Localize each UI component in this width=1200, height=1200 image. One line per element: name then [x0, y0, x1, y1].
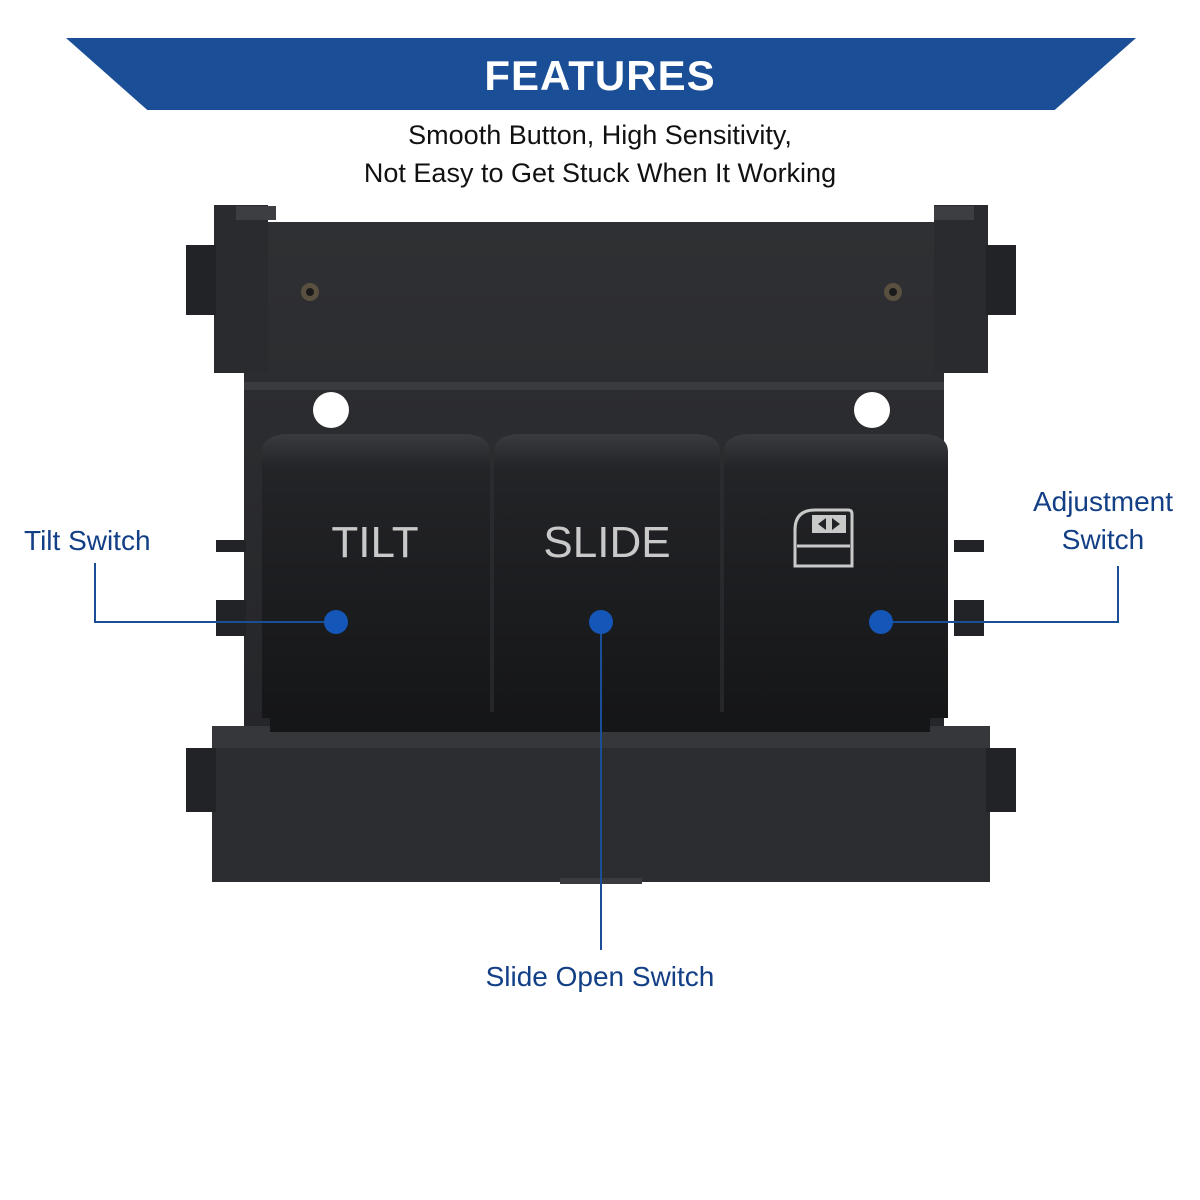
window-arrows-icon — [793, 508, 854, 568]
features-banner — [66, 38, 1136, 110]
subtitle-line-2: Not Easy to Get Stuck When It Working — [363, 158, 837, 188]
tilt-callout-line — [94, 563, 336, 623]
slide-open-switch-label: Slide Open Switch — [485, 961, 715, 992]
tilt-switch-label: Tilt Switch — [24, 525, 151, 556]
slide-marker-dot — [589, 610, 613, 634]
adjustment-label-line-1: Adjustment — [1032, 486, 1174, 517]
banner-title: FEATURES — [484, 52, 716, 99]
subtitle-line-1: Smooth Button, High Sensitivity, — [408, 120, 792, 150]
adjustment-switch-label: Adjustment Switch — [1008, 483, 1198, 559]
adjust-marker-dot — [869, 610, 893, 634]
adjust-callout-line — [881, 566, 1119, 623]
adjustment-label-line-2: Switch — [1061, 524, 1145, 555]
slide-key[interactable] — [494, 434, 720, 718]
subtitle: Smooth Button, High Sensitivity, Not Eas… — [0, 116, 1200, 192]
tilt-marker-dot — [324, 610, 348, 634]
adjustment-key[interactable] — [724, 434, 948, 718]
tilt-key-label: TILT — [331, 518, 419, 567]
slide-key-label: SLIDE — [543, 518, 671, 567]
tilt-key[interactable] — [262, 434, 490, 718]
